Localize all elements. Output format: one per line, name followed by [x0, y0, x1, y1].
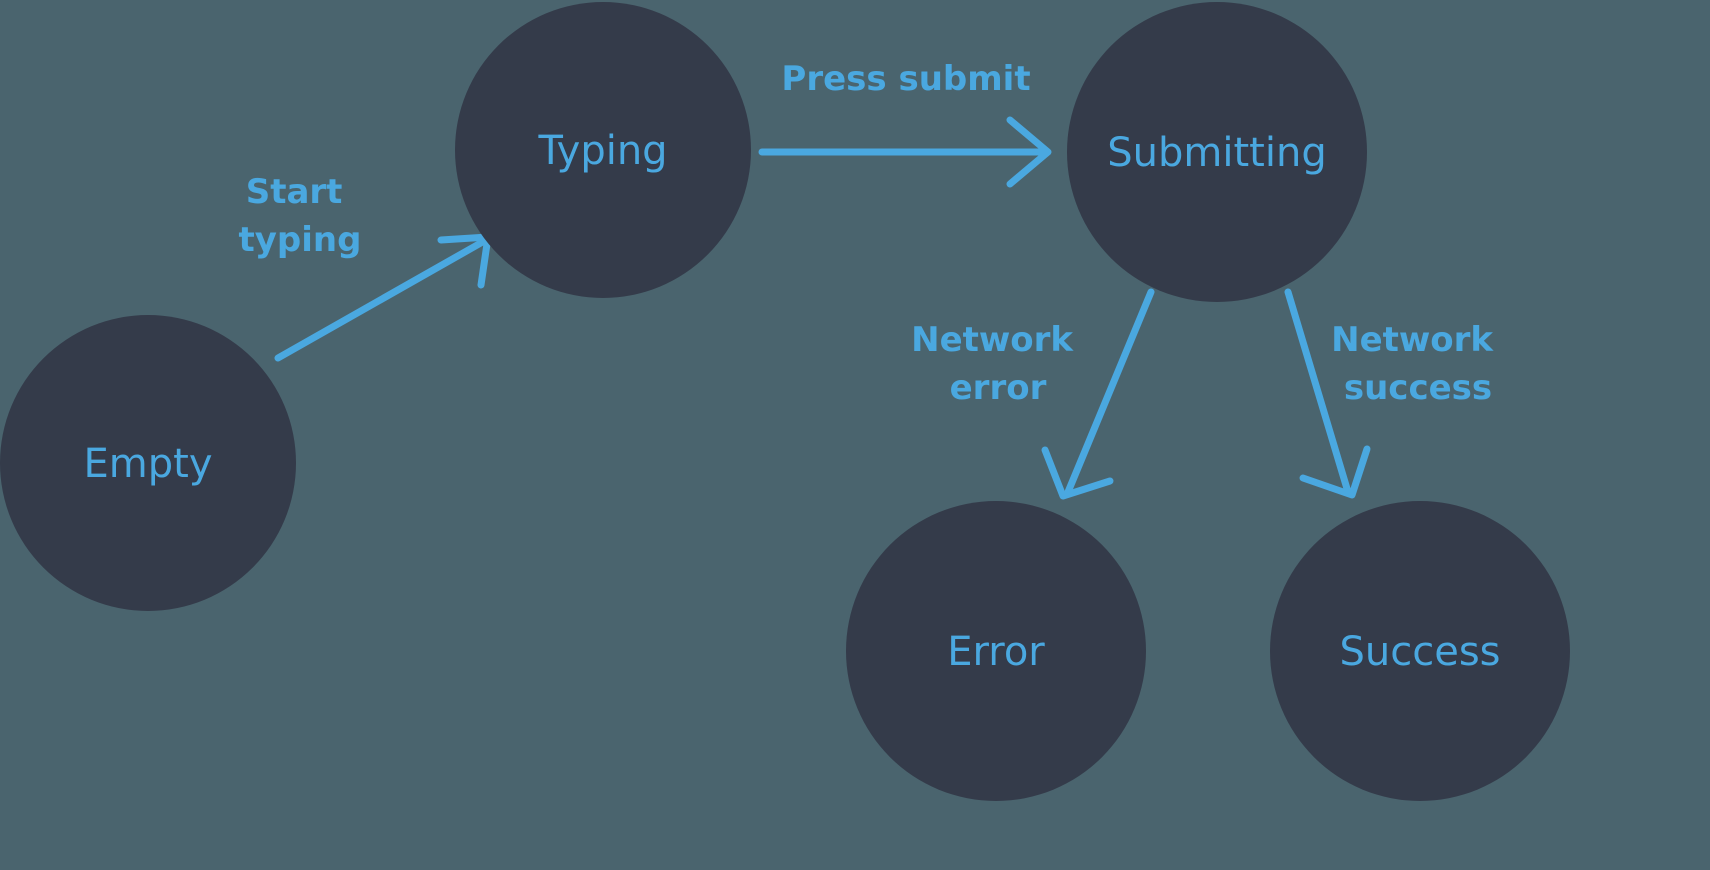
edge-line-submitting-to-error [1064, 288, 1155, 496]
arrowhead-typing-to-submitting [1006, 116, 1052, 188]
edge-label-start-typing-line-1: Start [246, 172, 343, 212]
edge-label-start-typing-line-2: typing [239, 220, 362, 260]
node-error[interactable]: Error [846, 501, 1146, 801]
edge-label-press-submit-line-1: Press submit [781, 59, 1030, 99]
edge-submitting-to-success [1284, 288, 1371, 499]
node-label-submitting: Submitting [1107, 130, 1326, 176]
node-label-error: Error [947, 629, 1045, 675]
node-circle-error[interactable] [846, 501, 1146, 801]
node-typing[interactable]: Typing [455, 2, 751, 298]
edge-line-empty-to-typing [274, 236, 490, 362]
edge-label-network-error-line-2: error [950, 368, 1047, 408]
node-label-typing: Typing [537, 128, 667, 174]
edge-label-start-typing: Start typing [239, 172, 362, 260]
edge-label-network-error-line-1: Network [911, 320, 1074, 360]
node-submitting[interactable]: Submitting [1067, 2, 1367, 302]
node-success[interactable]: Success [1270, 501, 1570, 801]
node-circle-typing[interactable] [455, 2, 751, 298]
edge-label-network-error: Network error [911, 320, 1085, 408]
edge-label-network-success-line-2: success [1344, 368, 1492, 408]
arrowhead-submitting-to-error [1041, 446, 1114, 500]
node-empty[interactable]: Empty [0, 315, 296, 611]
arrowhead-submitting-to-success [1299, 445, 1371, 499]
node-circle-submitting[interactable] [1067, 2, 1367, 302]
edge-label-press-submit: Press submit [781, 59, 1030, 99]
edge-typing-to-submitting [758, 116, 1052, 188]
edge-submitting-to-error [1041, 288, 1155, 500]
edge-label-network-success-line-1: Network [1331, 320, 1494, 360]
node-label-success: Success [1339, 629, 1500, 675]
node-circle-success[interactable] [1270, 501, 1570, 801]
node-label-empty: Empty [84, 441, 213, 487]
edge-label-network-success: Network success [1331, 320, 1505, 408]
node-circle-empty[interactable] [0, 315, 296, 611]
edge-line-submitting-to-success [1284, 288, 1352, 496]
